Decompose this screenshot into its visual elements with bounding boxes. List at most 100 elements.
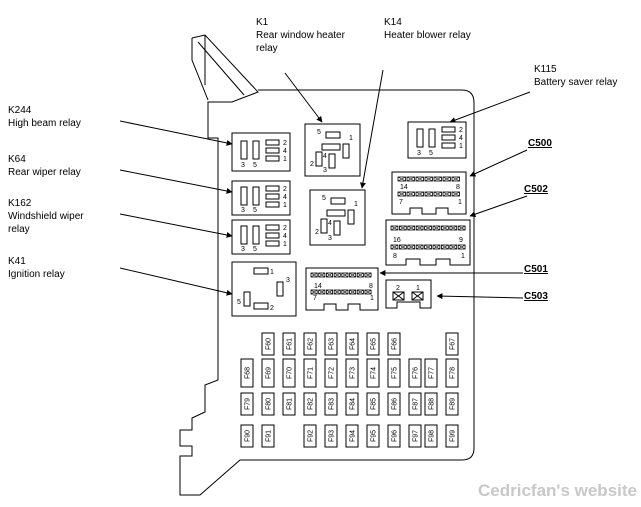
pin-label: 1: [354, 201, 358, 208]
label-k1-code: K1: [256, 17, 269, 28]
fuse-slot: [366, 424, 380, 448]
connector-pin-mark: [399, 244, 407, 250]
label-k41-code: K41: [8, 256, 26, 267]
pin-label: 8: [456, 184, 460, 191]
fuse-label: F61: [287, 338, 294, 350]
leader-k244: [119, 120, 233, 146]
label-k14-code: K14: [384, 17, 402, 28]
fuse-slot: [261, 332, 275, 356]
pin-label: 3: [323, 167, 327, 174]
pin-label: 5: [237, 299, 241, 306]
fuse-slot: [303, 358, 317, 388]
fuse-label: F82: [308, 398, 315, 410]
pin-label: 3: [417, 150, 421, 157]
fuse-label: F71: [308, 367, 315, 379]
pin-label: 5: [429, 150, 433, 157]
pin-label: 2: [283, 186, 287, 193]
relay-k1: 5 1 4 2 3: [304, 123, 361, 177]
fuse-box-outline: [179, 34, 475, 496]
leader-c500: [469, 149, 528, 177]
pin-label: 2: [283, 225, 287, 232]
fuse-label: F90: [245, 430, 252, 442]
fuse-slot: [345, 358, 359, 388]
pin-label: 3: [241, 207, 245, 214]
fuse-slot: [445, 392, 459, 416]
fuse-slot: [345, 424, 359, 448]
relay-k14: 5 1 4 2 3: [309, 189, 366, 246]
label-k244-name: High beam relay: [8, 118, 81, 129]
pin-label: 5: [253, 162, 257, 169]
fuse-label: F66: [392, 338, 399, 350]
label-k14: K14 Heater blower relay: [384, 16, 471, 42]
label-k162: K162 Windshield wiper relay: [8, 197, 84, 236]
fuse-slot: [387, 358, 401, 388]
fuse-label: F78: [450, 367, 457, 379]
pin-label: 1: [283, 156, 287, 163]
pin-label: 9: [459, 237, 463, 244]
fuse-slot: [261, 358, 275, 388]
fuse-slot: [387, 392, 401, 416]
pin-label: 4: [459, 135, 463, 142]
connector-pin-mark: [415, 176, 424, 182]
connector-pin-mark: [442, 191, 451, 197]
connector-pin-mark: [318, 289, 326, 295]
connector-pin-mark: [310, 289, 318, 295]
fuse-slot: [303, 392, 317, 416]
connector-c503: 2 1: [385, 279, 432, 309]
connector-pin-mark: [449, 225, 457, 231]
label-c502: C502: [524, 184, 548, 195]
connector-pin-mark: [333, 272, 341, 278]
fuse-slot: [282, 392, 296, 416]
label-k1: K1 Rear window heater relay: [256, 16, 345, 55]
leader-k115: [449, 91, 531, 123]
fuse-label: F87: [413, 398, 420, 410]
pin-label: 4: [283, 233, 287, 240]
fuse-label: F98: [429, 430, 436, 442]
housing-inner-rail: [197, 41, 245, 96]
leader-k41: [119, 267, 233, 296]
label-k162-name-cont: relay: [8, 224, 30, 235]
pin-label: 3: [241, 162, 245, 169]
connector-pin-mark: [349, 289, 356, 295]
label-k244: K244 High beam relay: [8, 104, 81, 130]
label-k14-name: Heater blower relay: [384, 30, 471, 41]
fuse-slot: [424, 424, 438, 448]
fuse-slot: [408, 424, 422, 448]
connector-pin-mark: [407, 225, 415, 231]
pin-label: 5: [253, 246, 257, 253]
fuse-label: F91: [266, 430, 273, 442]
connector-pin-mark: [357, 289, 364, 295]
fuse-slot: [261, 392, 275, 416]
label-k244-code: K244: [8, 105, 32, 116]
pin-label: 4: [323, 153, 327, 160]
fuse-label: F69: [266, 367, 273, 379]
fuse-label: F68: [245, 367, 252, 379]
fuse-slot: [240, 392, 254, 416]
connector-pin-mark: [318, 272, 326, 278]
label-k41: K41 Ignition relay: [8, 255, 65, 281]
connector-pin-mark: [341, 289, 349, 295]
connector-pin-mark: [451, 191, 460, 197]
leader-c503: [436, 293, 524, 300]
label-c503: C503: [524, 291, 548, 302]
fuse-slot: [445, 332, 459, 356]
connector-c501: 14 8 7 1: [305, 267, 379, 311]
fuse-label: F83: [329, 398, 336, 410]
fuse-slot: [324, 424, 338, 448]
pin-label: 14: [314, 283, 322, 290]
connector-pin-mark: [416, 244, 424, 250]
pin-label: 3: [241, 246, 245, 253]
connector-pin-mark: [326, 289, 333, 295]
fuse-label: F97: [413, 430, 420, 442]
connector-pin-mark: [397, 176, 406, 182]
pin-label: 5: [317, 129, 321, 136]
fuse-label: F84: [350, 398, 357, 410]
fuse-label: F79: [245, 398, 252, 410]
label-k64-name: Rear wiper relay: [8, 167, 81, 178]
fuse-label: F94: [350, 430, 357, 442]
leader-k162: [119, 213, 233, 238]
connector-pin-mark: [390, 225, 399, 231]
connector-pin-mark: [449, 244, 457, 250]
fuse-slot: [408, 358, 422, 388]
